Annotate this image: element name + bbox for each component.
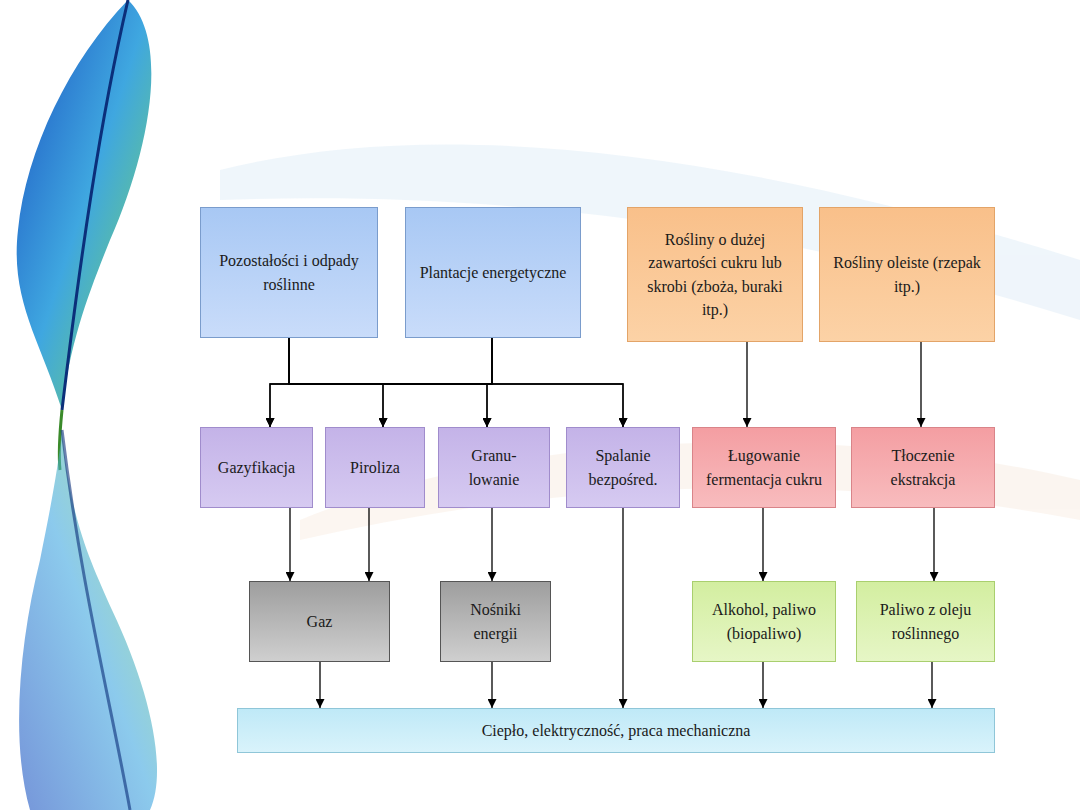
flow-arrow [491,508,492,581]
box-text: Ciepło, elektryczność, praca mechaniczna [482,719,751,742]
flow-arrow [491,662,492,708]
box-text: Spalanie bezpośred. [573,444,673,490]
flow-arrow [289,338,487,427]
product-box: Nośniki energii [440,581,551,662]
flow-arrow [746,342,747,427]
box-text: Pozostałości i odpady roślinne [207,249,371,295]
flow-arrow [289,338,623,427]
flow-arrow [762,662,763,708]
process-box: Granu- lowanie [438,427,550,508]
box-text: Rośliny oleiste (rzepak itp.) [826,251,988,297]
flow-arrow [492,338,623,427]
flow-arrow [762,508,763,581]
flow-arrow [270,338,492,427]
flow-arrow [931,662,932,708]
flow-arrow [319,662,320,708]
process-box: Spalanie bezpośred. [566,427,680,508]
flow-arrow [289,338,383,427]
box-text: Paliwo z oleju roślinnego [863,598,988,644]
source-box: Rośliny o dużej zawartości cukru lub skr… [627,207,803,342]
box-text: Piroliza [350,456,400,479]
flow-arrow [289,508,290,581]
flow-arrow [368,508,369,581]
output-bar: Ciepło, elektryczność, praca mechaniczna [237,708,995,753]
box-text: Rośliny o dużej zawartości cukru lub skr… [634,228,796,321]
product-box: Alkohol, paliwo (biopaliwo) [692,581,836,662]
faint-feathers [220,144,1080,540]
source-box: Plantacje energetyczne [405,207,581,338]
flow-arrow [920,342,921,427]
feather [17,0,152,470]
flow-arrow [270,338,289,427]
process-box: Gazyfikacja [200,427,313,508]
process-box: Ługowanie fermentacja cukru [692,427,836,508]
flow-arrow [383,338,492,427]
box-text: Alkohol, paliwo (biopaliwo) [699,598,829,644]
box-text: Tłoczenie ekstrakcja [858,444,988,490]
product-box: Paliwo z oleju roślinnego [856,581,995,662]
product-box: Gaz [249,581,390,662]
source-box: Pozostałości i odpady roślinne [200,207,378,338]
box-text: Nośniki energii [447,598,544,644]
box-text: Ługowanie fermentacja cukru [699,444,829,490]
flow-arrow [933,508,934,581]
source-box: Rośliny oleiste (rzepak itp.) [819,207,995,342]
flow-arrow [622,508,623,708]
feather-reflection [19,430,157,810]
box-text: Gaz [307,610,333,633]
box-text: Gazyfikacja [218,456,295,479]
box-text: Granu- lowanie [445,444,543,490]
process-box: Piroliza [325,427,425,508]
process-box: Tłoczenie ekstrakcja [851,427,995,508]
flow-arrow [487,338,492,427]
box-text: Plantacje energetyczne [420,261,567,284]
